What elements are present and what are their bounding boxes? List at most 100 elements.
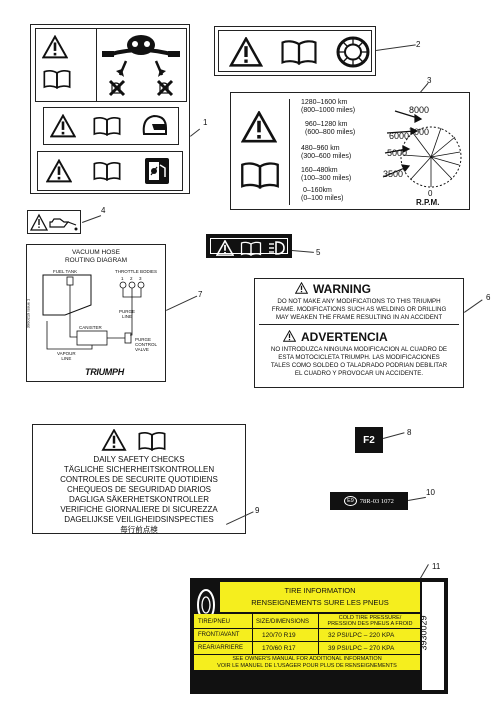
headlight-icon bbox=[269, 241, 285, 255]
rpm-dial bbox=[382, 110, 462, 188]
check-line-3: CONTROLES DE SECURITE QUOTIDIENS bbox=[60, 475, 218, 484]
book-icon bbox=[137, 431, 167, 451]
callout-1: 1 bbox=[203, 118, 208, 127]
range-km-0: 1280–1600 km bbox=[301, 99, 348, 106]
check-line-5: DAGLIGA SÄKERHETSKONTROLLER bbox=[68, 495, 210, 504]
rpm-0: 0 bbox=[428, 189, 433, 198]
warning-triangle-icon bbox=[241, 111, 277, 143]
fuse-label: F2 bbox=[363, 434, 375, 446]
oil-warning-icon bbox=[30, 213, 78, 231]
warning-line-1: DO NOT MAKE ANY MODIFICATIONS TO THIS TR… bbox=[277, 298, 441, 305]
callout-10: 10 bbox=[426, 488, 435, 497]
check-line-4: CHEQUEOS DE SEGURIDAD DIARIOS bbox=[66, 485, 212, 494]
canister-label: CANISTER bbox=[79, 325, 102, 330]
tire-icon bbox=[336, 36, 370, 68]
range-km-2: 480–960 km bbox=[301, 145, 340, 152]
label-3-break-in-chart: 1280–1600 km (800–1000 miles) 960–1280 k… bbox=[230, 92, 470, 210]
warning-title: WARNING bbox=[313, 282, 371, 296]
row-front-tire: FRONT/AVANT bbox=[198, 632, 240, 638]
warning-line-2: FRAME. MODIFICATIONS SUCH AS WELDING OR … bbox=[271, 306, 447, 313]
row-front-pressure: 32 PSI/LPC – 220 KPA bbox=[328, 632, 395, 639]
advertencia-line-2: ESTA MOTOCICLETA TRIUMPH. LAS MODIFICACI… bbox=[278, 354, 440, 361]
vac-part-no: 3900219 Issue 1 bbox=[25, 298, 31, 329]
label-10-approval: E9 78R-03 1072 bbox=[330, 492, 408, 510]
vacuum-routing-schematic bbox=[42, 274, 145, 350]
tire-part-panel: 3930029 bbox=[418, 582, 444, 690]
label-4-oil bbox=[27, 210, 81, 234]
label-1-bottom-panel bbox=[37, 151, 183, 191]
rpm-5000: 5000 bbox=[387, 148, 408, 158]
callout-11: 11 bbox=[432, 562, 441, 571]
check-line-8: 毎行前点検 bbox=[120, 525, 158, 534]
header-size: SIZE/DIMENSIONS bbox=[256, 619, 310, 625]
rpm-3500: 3500 bbox=[383, 169, 404, 179]
book-icon bbox=[240, 241, 262, 256]
row-rear-size: 170/60 R17 bbox=[262, 645, 296, 652]
warning-triangle-icon bbox=[295, 282, 308, 294]
warning-triangle-icon bbox=[46, 159, 72, 183]
label-1-middle-panel bbox=[43, 107, 179, 145]
tb-num-2: 2 bbox=[130, 276, 133, 281]
callout-5: 5 bbox=[316, 248, 321, 257]
vac-title-2: ROUTING DIAGRAM bbox=[64, 257, 128, 264]
fuel-tank-label: FUEL TANK bbox=[53, 269, 78, 274]
label-1-composite bbox=[30, 24, 190, 194]
e-mark: E9 bbox=[344, 496, 357, 506]
label-6-frame-warning: WARNING DO NOT MAKE ANY MODIFICATIONS TO… bbox=[254, 278, 464, 388]
label-9-daily-checks: DAILY SAFETY CHECKS TÄGLICHE SICHERHEITS… bbox=[32, 424, 246, 534]
row-front-size: 120/70 R19 bbox=[262, 632, 296, 639]
row-rear-tire: REAR/ARRIERE bbox=[198, 645, 244, 651]
tire-title-2: RENSEIGNEMENTS SURE LES PNEUS bbox=[251, 598, 389, 607]
approval-code: 78R-03 1072 bbox=[359, 497, 394, 505]
check-line-2: TÄGLICHE SICHERHEITSKONTROLLEN bbox=[63, 465, 215, 474]
check-line-6: VERIFICHE GIORNALIERE DI SICUREZZA bbox=[60, 505, 218, 514]
tire-table: TIRE/PNEU SIZE/DIMENSIONS COLD TIRE PRES… bbox=[194, 614, 420, 670]
callout-6: 6 bbox=[486, 293, 491, 302]
label-5 bbox=[206, 234, 292, 258]
book-icon bbox=[92, 161, 122, 181]
check-line-1: DAILY SAFETY CHECKS bbox=[93, 455, 185, 464]
warning-triangle-icon bbox=[216, 240, 234, 256]
warning-triangle-icon bbox=[101, 429, 127, 451]
book-icon bbox=[92, 116, 122, 136]
tire-part-no: 3930029 bbox=[418, 615, 429, 651]
tb-num-3: 3 bbox=[139, 276, 142, 281]
callout-9: 9 bbox=[255, 506, 260, 515]
range-miles-5: (0–100 miles) bbox=[301, 195, 344, 202]
tire-footer-1: SEE OWNER'S MANUAL FOR ADDITIONAL INFORM… bbox=[232, 656, 382, 662]
book-icon bbox=[239, 161, 281, 189]
range-miles-1: (600–800 miles) bbox=[305, 129, 356, 136]
callout-8: 8 bbox=[407, 428, 412, 437]
rpm-8000: 8000 bbox=[409, 105, 430, 115]
helmet-icon bbox=[142, 114, 167, 135]
label-2 bbox=[214, 26, 376, 76]
callout-2: 2 bbox=[416, 40, 421, 49]
range-miles-0: (800–1000 miles) bbox=[301, 107, 356, 114]
rpm-label: R.P.M. bbox=[416, 198, 440, 207]
label-8-fuse: F2 bbox=[355, 427, 383, 453]
header-tire: TIRE/PNEU bbox=[198, 619, 231, 625]
range-km-1: 960–1280 km bbox=[305, 121, 348, 128]
advertencia-line-4: EL CUADRO Y PROVOCAR UN ACCIDENTE. bbox=[294, 370, 424, 377]
range-km-5: 0–160km bbox=[303, 187, 332, 194]
book-icon bbox=[279, 39, 319, 65]
throttle-label: THROTTLE BODIES bbox=[115, 269, 158, 274]
header-pressure: COLD TIRE PRESSURE/PRESSION DES PNEUS A … bbox=[327, 615, 413, 627]
label-11-tire-information: TIRE INFORMATION RENSEIGNEMENTS SURE LES… bbox=[190, 578, 448, 694]
range-miles-4: (100–300 miles) bbox=[301, 175, 352, 182]
tire-title-1: TIRE INFORMATION bbox=[284, 586, 356, 595]
label-7-vacuum-hose-diagram: VACUUM HOSE ROUTING DIAGRAM FUEL TANK TH… bbox=[25, 244, 166, 382]
range-km-4: 160–480km bbox=[301, 167, 338, 174]
rpm-7000: 7000 bbox=[409, 127, 430, 137]
check-line-7: DAGELIJKSE VEILIGHEIDSINSPECTIES bbox=[64, 515, 214, 524]
triumph-logo: TRIUMPH bbox=[85, 367, 124, 377]
warning-triangle-icon bbox=[229, 37, 263, 67]
warning-triangle-icon bbox=[283, 330, 296, 342]
advertencia-line-1: NO INTRODUZCA NINGUNA MODIFICACION AL CU… bbox=[270, 346, 448, 353]
warning-line-3: MAY WEAKEN THE FRAME RESULTING IN AN ACC… bbox=[275, 314, 443, 321]
row-rear-pressure: 39 PSI/LPC – 270 KPA bbox=[328, 645, 395, 652]
vac-title-1: VACUUM HOSE bbox=[72, 249, 120, 256]
tire-footer-2: VOIR LE MANUEL DE L'USAGER POUR PLUS DE … bbox=[217, 663, 397, 669]
